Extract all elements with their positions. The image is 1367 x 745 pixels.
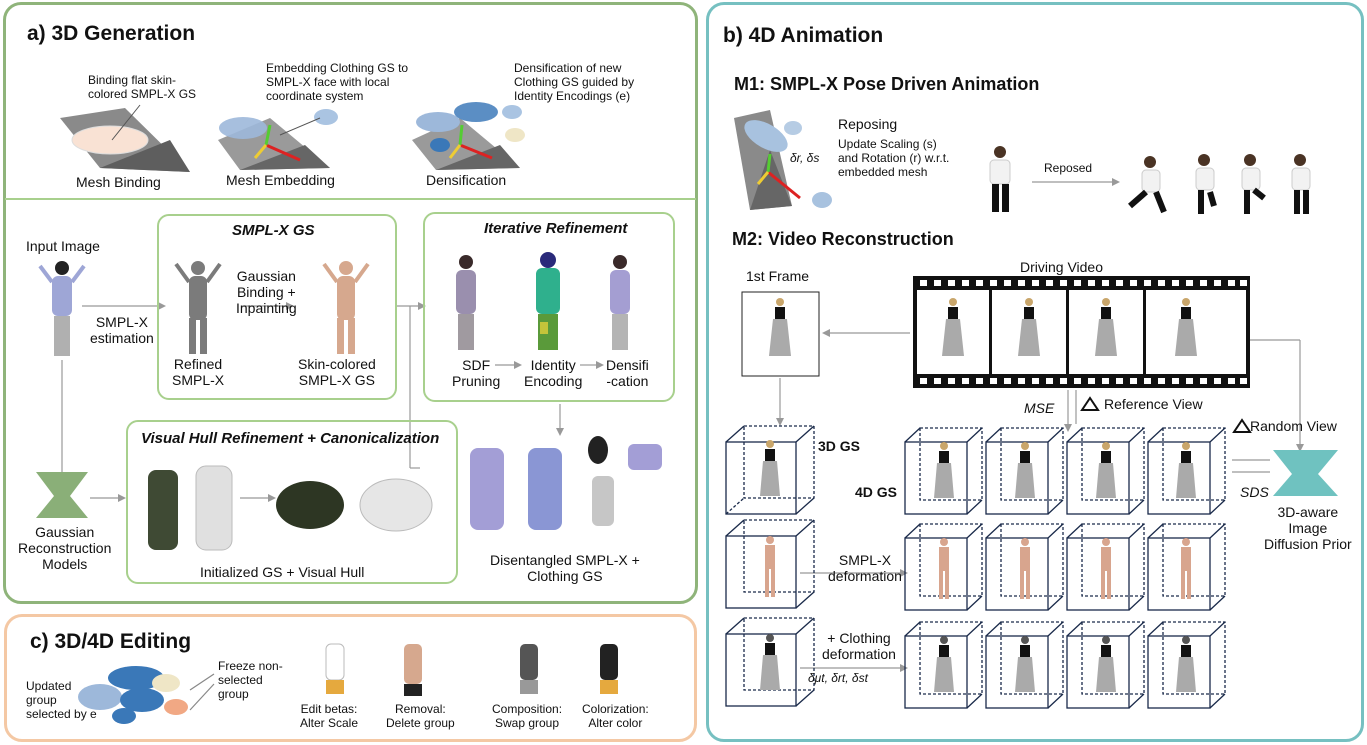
reposed-label: Reposed bbox=[1044, 161, 1093, 175]
gaussian-binding-label: Gaussian Binding + Inpainting bbox=[236, 268, 297, 317]
refined-smplx-label: Refined SMPL-X bbox=[172, 356, 225, 389]
driving-video-label: Driving Video bbox=[1020, 259, 1104, 275]
freeze-label: Freeze non- selected group bbox=[218, 659, 283, 701]
mesh-embedding-label: Mesh Embedding bbox=[226, 172, 335, 188]
mse-label: MSE bbox=[1024, 400, 1055, 416]
edit-betas-label: Edit betas: Alter Scale bbox=[300, 702, 359, 730]
colorization-label: Colorization: Alter color bbox=[582, 702, 649, 730]
skin-colored-label: Skin-colored SMPL-X GS bbox=[298, 356, 376, 389]
clothing-deformation-label: + Clothing deformation bbox=[822, 630, 896, 663]
m1-title: M1: SMPL-X Pose Driven Animation bbox=[734, 74, 1040, 94]
iterative-refinement-title: Iterative Refinement bbox=[484, 220, 628, 237]
updated-group-label: Updated group selected by e bbox=[26, 679, 97, 721]
densification-step-label: Densifi -cation bbox=[606, 357, 649, 390]
panel-4d-animation bbox=[706, 2, 1364, 742]
binding-note: Binding flat skin- colored SMPL-X GS bbox=[88, 73, 197, 101]
sdf-pruning-label: SDF Pruning bbox=[452, 357, 501, 390]
gaussian-models-label: Gaussian Reconstruction Models bbox=[18, 524, 112, 573]
gs3d-label: 3D GS bbox=[818, 438, 861, 454]
update-note: Update Scaling (s) and Rotation (r) w.r.… bbox=[838, 137, 950, 179]
visual-hull-caption: Initialized GS + Visual Hull bbox=[200, 564, 365, 580]
random-view-label: Random View bbox=[1250, 418, 1337, 434]
delta-t-label: δμt, δrt, δst bbox=[808, 671, 868, 685]
panel-a-title: a) 3D Generation bbox=[27, 22, 196, 45]
iterative-refinement-box bbox=[423, 212, 675, 402]
reference-view-label: Reference View bbox=[1104, 396, 1203, 412]
delta-rs: δr, δs bbox=[790, 151, 820, 165]
visual-hull-box bbox=[126, 420, 458, 584]
m2-title: M2: Video Reconstruction bbox=[732, 229, 954, 249]
smplx-gs-title: SMPL-X GS bbox=[232, 222, 315, 239]
smplx-gs-box bbox=[157, 214, 397, 400]
gs4d-label: 4D GS bbox=[855, 484, 898, 500]
densification-note: Densification of new Clothing GS guided … bbox=[514, 61, 635, 103]
panel-3d-generation bbox=[3, 2, 698, 604]
smplx-deformation-label: SMPL-X deformation bbox=[828, 552, 902, 585]
removal-label: Removal: Delete group bbox=[386, 702, 455, 730]
composition-label: Composition: Swap group bbox=[492, 702, 563, 730]
panel-a-divider bbox=[5, 198, 696, 200]
panel-b-title: b) 4D Animation bbox=[723, 24, 884, 47]
panel-3d4d-editing bbox=[4, 614, 697, 742]
densification-label: Densification bbox=[426, 172, 507, 188]
input-image-label: Input Image bbox=[26, 238, 100, 254]
smplx-estimation-label: SMPL-X estimation bbox=[90, 314, 154, 347]
diffusion-prior-label: 3D-aware Image Diffusion Prior bbox=[1264, 504, 1352, 553]
panel-c-title: c) 3D/4D Editing bbox=[30, 630, 192, 653]
identity-encoding-label: Identity Encoding bbox=[524, 357, 583, 390]
disentangled-label: Disentangled SMPL-X + Clothing GS bbox=[490, 552, 640, 585]
sds-label: SDS bbox=[1240, 484, 1269, 500]
reposing-label: Reposing bbox=[838, 116, 898, 132]
first-frame-label: 1st Frame bbox=[746, 268, 810, 284]
embedding-note: Embedding Clothing GS to SMPL-X face wit… bbox=[266, 61, 409, 103]
mesh-binding-label: Mesh Binding bbox=[76, 174, 161, 190]
visual-hull-title: Visual Hull Refinement + Canonicalizatio… bbox=[141, 430, 440, 447]
